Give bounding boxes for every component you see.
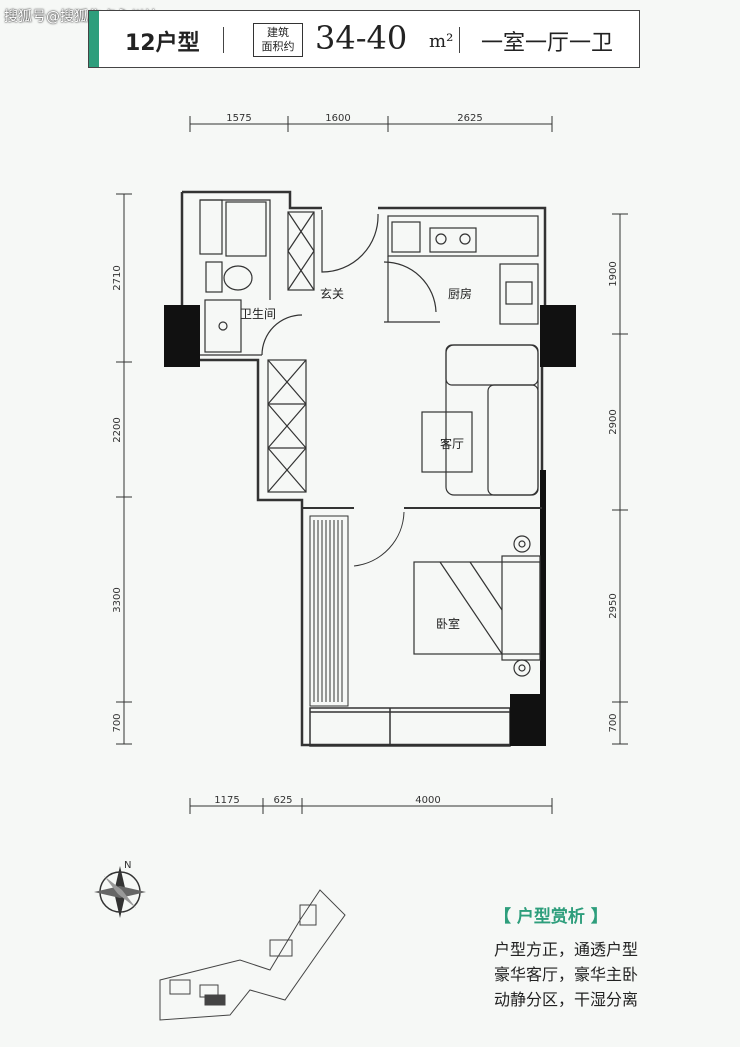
area-label: 建筑 面积约	[253, 23, 303, 57]
dim-left-4: 700	[112, 713, 123, 732]
structural-pillars	[164, 305, 576, 746]
dim-top-2: 1600	[325, 113, 350, 124]
room-label-bedroom: 卧室	[436, 616, 460, 631]
area-value: 34-40	[315, 19, 408, 57]
bedroom-bed	[413, 535, 541, 677]
exterior-walls	[180, 190, 547, 747]
dim-bottom-1: 1175	[214, 795, 239, 806]
area-unit: m²	[429, 31, 454, 52]
room-label-living: 客厅	[440, 436, 464, 451]
right-dimension-line	[612, 213, 628, 745]
dim-left-2: 2200	[112, 417, 123, 442]
compass-icon	[94, 866, 146, 918]
bottom-dimension-line	[189, 798, 553, 814]
dim-right-3: 2950	[608, 593, 619, 618]
bedroom-partition	[302, 507, 542, 567]
room-label-entrance: 玄关	[320, 286, 344, 301]
analysis-line: 豪华客厅，豪华主卧	[494, 965, 639, 984]
header-accent-bar	[89, 11, 99, 67]
header-banner: 12户型 建筑 面积约 34-40 m² 一室一厅一卫	[88, 10, 640, 68]
entrance-cabinets	[287, 210, 379, 291]
analysis-line: 动静分区，干湿分离	[494, 990, 639, 1009]
dim-right-1: 1900	[608, 261, 619, 286]
living-room-furniture	[421, 344, 539, 496]
left-dimension-line	[116, 193, 132, 745]
balcony-window	[309, 707, 511, 747]
unit-type-title: 12户型	[125, 31, 200, 56]
hall-cabinets	[267, 359, 307, 493]
room-label-bathroom: 卫生间	[240, 307, 276, 321]
dim-right-4: 700	[608, 713, 619, 732]
dim-left-3: 3300	[112, 587, 123, 612]
dim-left-1: 2710	[112, 265, 123, 290]
layout-description: 一室一厅一卫	[481, 31, 614, 56]
compass-north-label: N	[124, 860, 131, 871]
analysis-panel: 【 户型赏析 】 户型方正，通透户型 豪华客厅，豪华主卧 动静分区，干湿分离	[494, 902, 694, 1012]
room-label-kitchen: 厨房	[448, 286, 472, 301]
analysis-title: 【 户型赏析 】	[494, 907, 608, 927]
analysis-line: 户型方正，通透户型	[494, 940, 639, 959]
kitchen	[383, 215, 539, 325]
header-divider	[223, 27, 224, 53]
dim-bottom-3: 4000	[415, 795, 440, 806]
bedroom-wardrobe	[309, 515, 349, 707]
dim-bottom-2: 625	[273, 795, 292, 806]
dim-top-1: 1575	[226, 113, 251, 124]
header-divider	[459, 27, 460, 53]
site-plan-thumbnail	[159, 889, 346, 1021]
dim-right-2: 2900	[608, 409, 619, 434]
bathroom	[199, 199, 303, 356]
dim-top-3: 2625	[457, 113, 482, 124]
area-label-line1: 建筑	[267, 26, 289, 39]
area-label-line2: 面积约	[261, 40, 295, 53]
top-dimension-line	[189, 116, 553, 132]
